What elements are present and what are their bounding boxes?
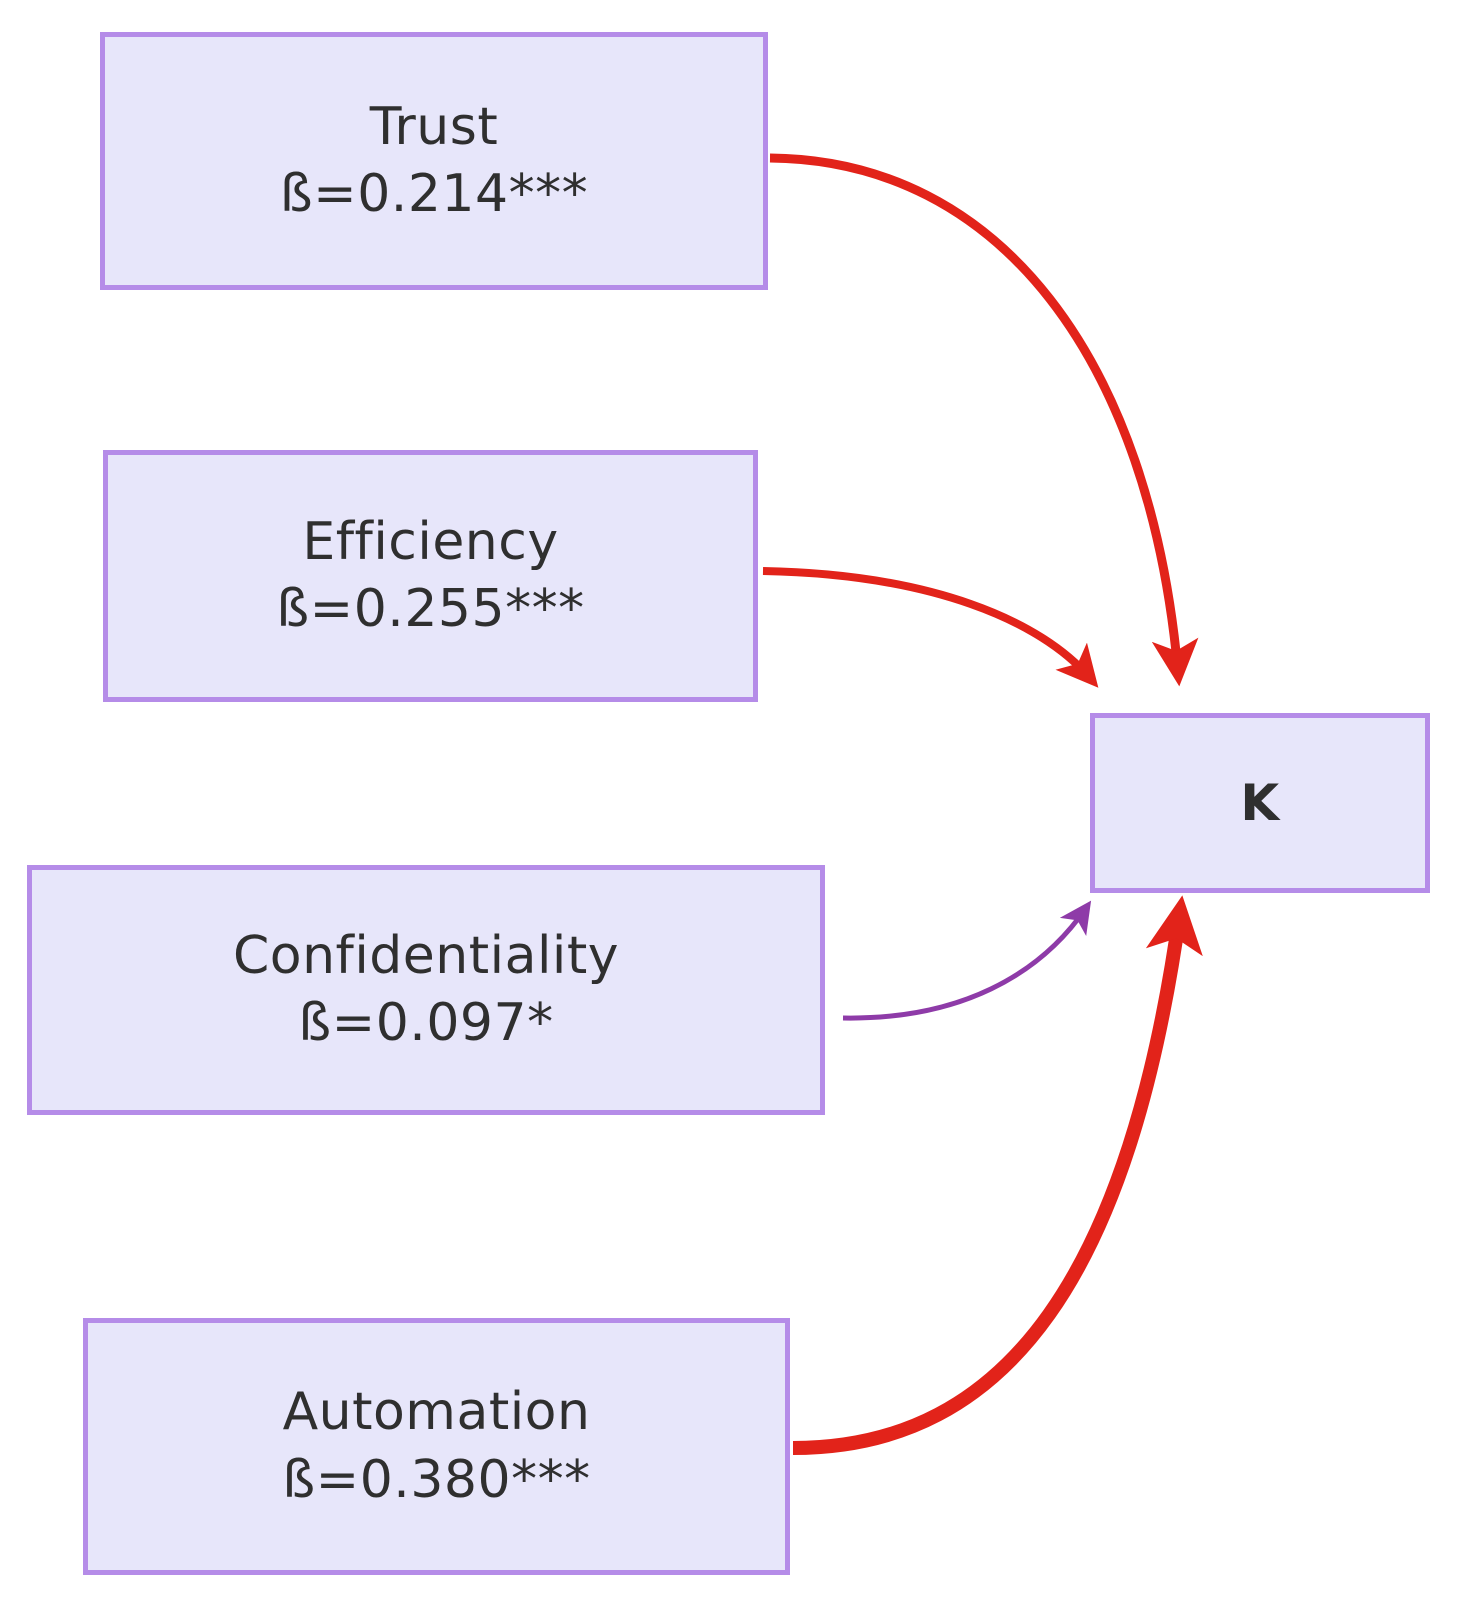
node-automation-title: Automation [282, 1382, 591, 1443]
node-automation-beta: ß=0.380*** [282, 1449, 591, 1510]
edge-efficiency-to-k [762, 567, 1099, 688]
node-trust-title: Trust [369, 96, 499, 157]
node-efficiency[interactable]: Efficiency ß=0.255*** [103, 450, 758, 702]
node-confidentiality[interactable]: Confidentiality ß=0.097* [27, 865, 825, 1115]
node-confidentiality-beta: ß=0.097* [298, 993, 554, 1053]
edge-automation-to-k [792, 895, 1203, 1455]
node-trust[interactable]: Trust ß=0.214*** [100, 32, 768, 290]
node-outcome-k-title: K [1240, 773, 1280, 832]
node-confidentiality-title: Confidentiality [232, 925, 620, 986]
node-efficiency-beta: ß=0.255*** [276, 579, 585, 639]
node-trust-beta: ß=0.214*** [279, 164, 589, 224]
node-automation[interactable]: Automation ß=0.380*** [83, 1318, 790, 1575]
node-efficiency-title: Efficiency [302, 511, 559, 572]
edge-trust-to-k [769, 153, 1199, 687]
node-outcome-k[interactable]: K [1090, 713, 1430, 893]
edge-confidentiality-to-k [842, 900, 1092, 1021]
